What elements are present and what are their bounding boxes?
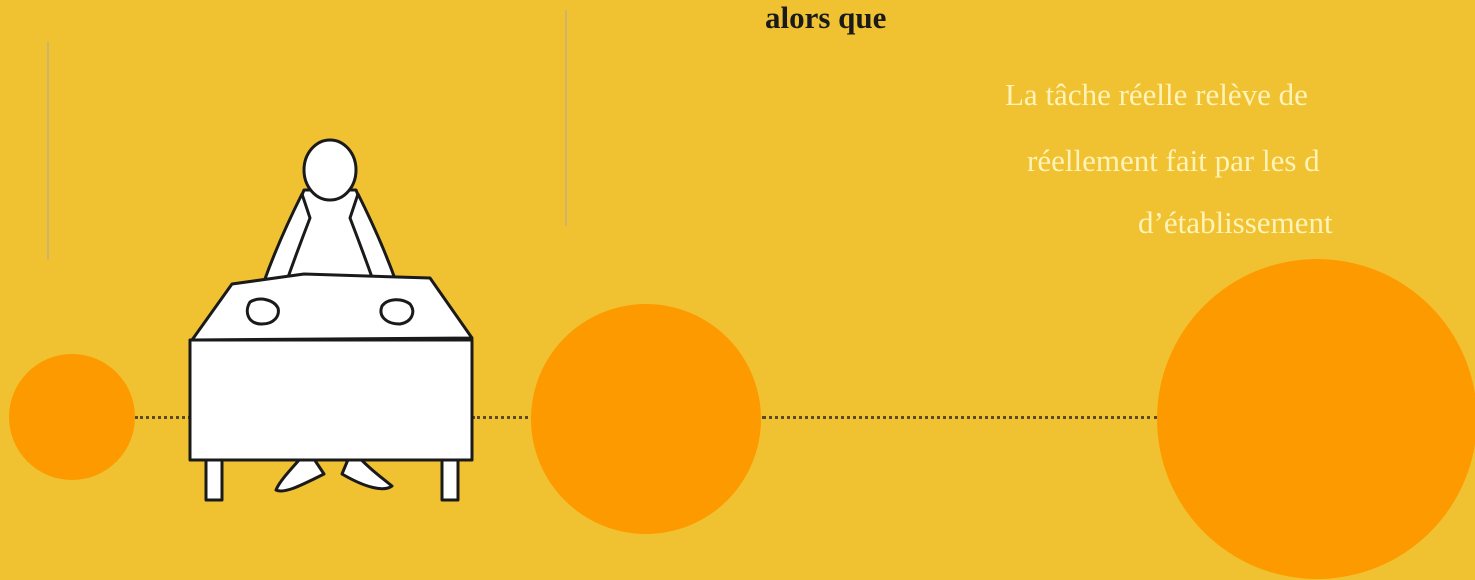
body-text-line-2: réellement fait par les d	[1027, 143, 1320, 178]
vertical-divider-middle	[565, 10, 567, 226]
orange-circle-small	[9, 354, 135, 480]
orange-circle-medium	[531, 304, 761, 534]
dotted-connector-3	[762, 416, 1158, 419]
body-text-line-1: La tâche réelle relève de	[1005, 77, 1308, 112]
slide-heading: alors que	[765, 0, 887, 35]
body-text-line-3: d’établissement	[1138, 205, 1333, 240]
dotted-connector-2	[472, 416, 534, 419]
dotted-connector-1	[135, 416, 191, 419]
vertical-divider-left	[47, 42, 49, 260]
person-at-desk-icon	[188, 138, 474, 502]
orange-circle-large	[1157, 259, 1475, 579]
